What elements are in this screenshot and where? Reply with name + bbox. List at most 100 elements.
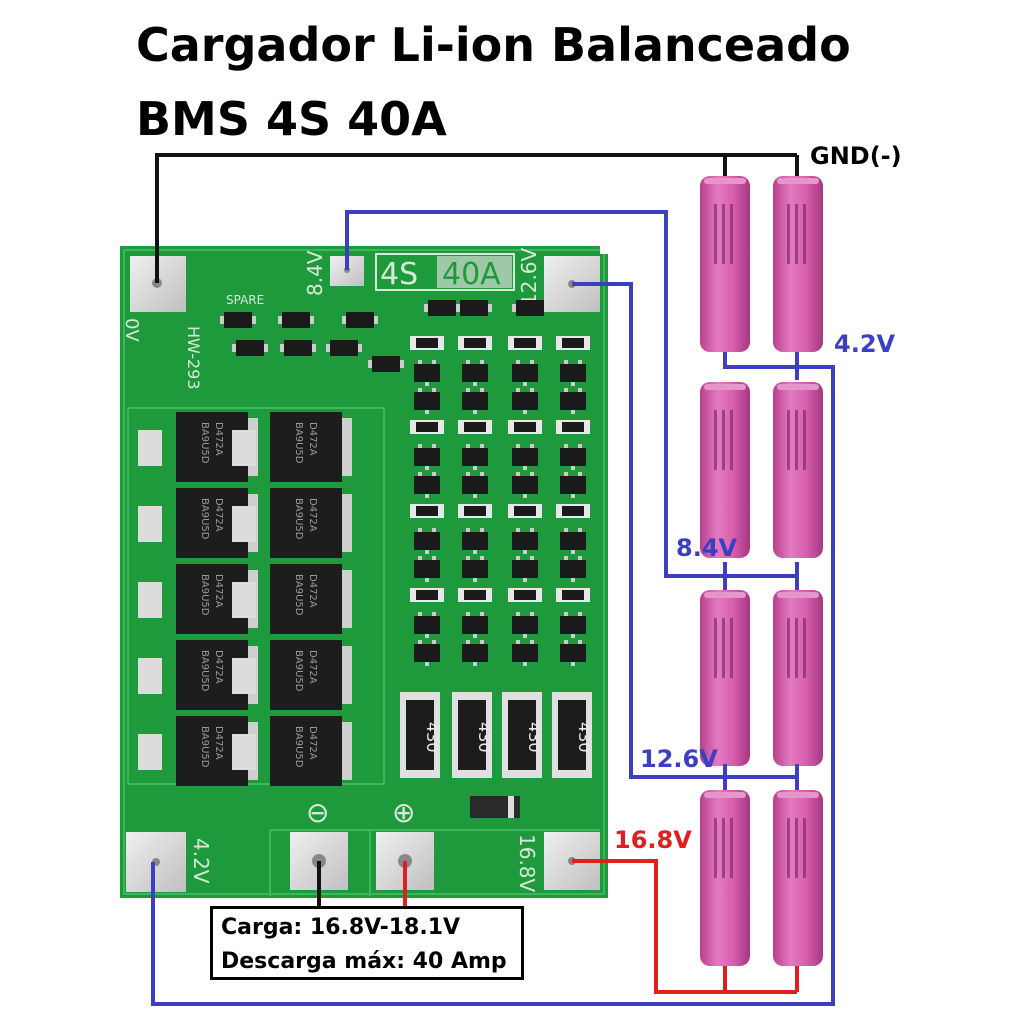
smd-part [342,312,378,328]
smd-part [560,444,586,470]
wire-4v2 [151,352,835,1006]
svg-text:BA9U5D: BA9U5D [293,650,304,692]
smd-part [462,444,488,470]
battery-cell [773,176,823,352]
svg-text:BA9U5D: BA9U5D [199,574,210,616]
svg-text:D472A: D472A [213,650,224,684]
svg-text:BA9U5D: BA9U5D [199,498,210,540]
smd-part [414,388,440,414]
smd-part [560,472,586,498]
smd-part [560,556,586,582]
smd-part [462,528,488,554]
svg-text:BA9U5D: BA9U5D [199,650,210,692]
smd-part [508,504,542,518]
smd-part [556,336,590,350]
smd-part [462,388,488,414]
silk-8v4: 8.4V [303,250,327,296]
battery-cell [773,590,823,766]
smd-part [414,556,440,582]
silk-4v2: 4.2V [189,838,213,884]
smd-part [232,340,268,356]
silk-16v8: 16.8V [515,834,539,893]
smd-part [462,640,488,666]
smd-part [560,388,586,414]
svg-text:BA9U5D: BA9U5D [199,422,210,464]
silk-plus: ⊕ [392,796,415,829]
model-badge [375,253,515,291]
smd-components [220,300,590,666]
svg-text:430: 430 [575,722,594,753]
smd-part [512,444,538,470]
smd-part [512,612,538,638]
smd-part [280,340,316,356]
smd-part [512,388,538,414]
battery-cell [773,382,823,558]
smd-part [414,528,440,554]
smd-part [512,472,538,498]
battery-cell [773,790,823,966]
label-12v6: 12.6V [640,745,718,773]
wire-gnd [155,153,797,283]
info-box: Carga: 16.8V-18.1V Descarga máx: 40 Amp [210,906,524,980]
silk-12v6: 12.6V [517,247,541,306]
smd-part [556,420,590,434]
smd-part [560,528,586,554]
smd-part [508,588,542,602]
shunt-resistor: 430 [552,692,594,778]
smd-part [368,356,404,372]
svg-text:D472A: D472A [213,726,224,760]
silk-minus: ⊖ [306,796,329,829]
pcb-board: 4S 40A 8.4V 12.6V 0V HW-293 4.2V 16.8V S… [120,246,608,898]
smd-part [414,444,440,470]
svg-text:D472A: D472A [307,422,318,456]
smd-part [560,360,586,386]
badge-40a: 40A [442,257,501,292]
smd-part [220,312,256,328]
battery-cell [700,176,750,352]
smd-part [278,312,314,328]
label-gnd: GND(-) [810,142,902,170]
svg-text:430: 430 [423,722,442,753]
smd-part [410,504,444,518]
battery-cell [700,790,750,966]
svg-text:BA9U5D: BA9U5D [293,498,304,540]
smd-part [462,612,488,638]
smd-part [462,360,488,386]
svg-text:BA9U5D: BA9U5D [293,422,304,464]
wire-12v6 [572,282,797,779]
smd-part [512,360,538,386]
smd-part [512,640,538,666]
svg-text:BA9U5D: BA9U5D [199,726,210,768]
smd-part [410,420,444,434]
smd-part [556,504,590,518]
smd-part [326,340,362,356]
title-line-1: Cargador Li-ion Balanceado [136,18,851,72]
label-16v8: 16.8V [614,826,692,854]
battery-cell [700,382,750,558]
smd-part [458,336,492,350]
smd-part [414,360,440,386]
smd-part [410,336,444,350]
smd-part [512,528,538,554]
shunt-resistor: 430 [452,692,494,778]
smd-part [424,300,460,316]
label-8v4: 8.4V [676,534,738,562]
svg-text:BA9U5D: BA9U5D [293,574,304,616]
silk-model: HW-293 [184,326,203,390]
svg-text:D472A: D472A [307,574,318,608]
diode [470,796,520,818]
smd-part [458,504,492,518]
svg-text:D472A: D472A [307,498,318,532]
smd-part [556,588,590,602]
svg-text:D472A: D472A [213,422,224,456]
smd-part [508,420,542,434]
smd-part [456,300,492,316]
svg-text:430: 430 [475,722,494,753]
label-4v2: 4.2V [834,330,896,358]
svg-text:BA9U5D: BA9U5D [293,726,304,768]
